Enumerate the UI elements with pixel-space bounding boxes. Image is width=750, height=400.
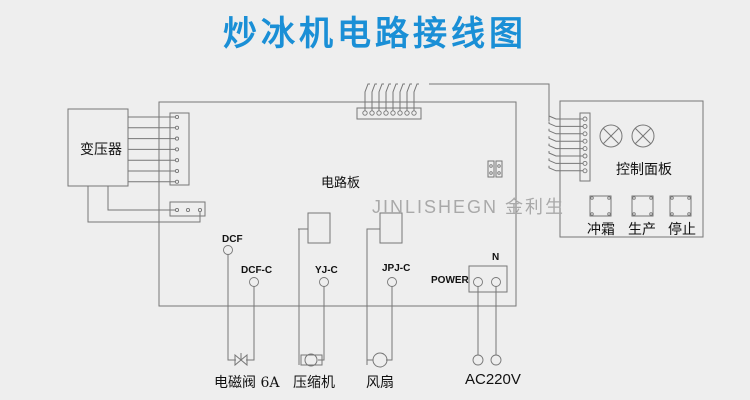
bus-wire bbox=[399, 83, 405, 113]
produce-button[interactable] bbox=[631, 195, 654, 217]
control-panel-label: 控制面板 bbox=[616, 162, 672, 178]
indicator-lamp-2 bbox=[631, 124, 655, 148]
fan-icon bbox=[372, 352, 388, 368]
panel-connector-wires bbox=[548, 114, 588, 174]
bus-wire bbox=[392, 83, 398, 113]
valve-wire-a bbox=[227, 254, 236, 361]
connector-pin bbox=[174, 114, 180, 120]
solenoid-valve-icon bbox=[234, 353, 248, 367]
supply-terminal-l bbox=[472, 354, 484, 366]
bus-wire bbox=[385, 83, 391, 113]
connector-pin bbox=[404, 110, 410, 116]
terminal-yj-c bbox=[319, 277, 329, 287]
panel-wire bbox=[548, 158, 585, 164]
panel-connector bbox=[579, 112, 591, 182]
jumper-right bbox=[495, 160, 503, 178]
connector-pin bbox=[582, 138, 588, 144]
panel-wire bbox=[548, 128, 585, 135]
connector-pin bbox=[174, 158, 180, 163]
top-connector-wires bbox=[362, 83, 419, 116]
connector-pin bbox=[376, 110, 382, 116]
panel-wire bbox=[548, 114, 585, 120]
label-ac220v: AC220V bbox=[465, 371, 521, 388]
connector-pin bbox=[582, 131, 588, 137]
transformer-wires bbox=[128, 114, 180, 184]
panel-wire bbox=[548, 121, 585, 127]
connector-pin bbox=[582, 146, 588, 152]
button-label-defrost: 冲霜 bbox=[587, 222, 615, 238]
connector-pin bbox=[174, 147, 180, 152]
connector-pin bbox=[383, 110, 389, 116]
compressor-relay bbox=[307, 212, 331, 244]
indicator-lamp-1 bbox=[599, 124, 623, 148]
fan-relay bbox=[379, 212, 403, 244]
connector-pin bbox=[582, 153, 588, 159]
connector-pin bbox=[174, 179, 180, 184]
connector-pin bbox=[390, 110, 396, 116]
panel-wire bbox=[548, 165, 585, 172]
compressor-wire-a bbox=[298, 228, 308, 365]
power-terminal-block bbox=[468, 265, 508, 293]
connector-pin bbox=[174, 136, 180, 141]
aux-pin-2 bbox=[185, 207, 191, 213]
connector-pin bbox=[411, 110, 417, 116]
compressor-wire-b bbox=[318, 286, 325, 361]
bus-cable bbox=[429, 83, 550, 121]
label-jpj-c: JPJ-C bbox=[382, 263, 411, 274]
fan-wire-a bbox=[366, 228, 380, 365]
circuit-board-box bbox=[158, 101, 517, 307]
label-fan: 风扇 bbox=[366, 375, 394, 391]
button-label-produce: 生产 bbox=[628, 222, 656, 238]
terminal-l bbox=[473, 277, 483, 287]
connector-pin bbox=[582, 116, 588, 122]
label-dcf-c: DCF-C bbox=[241, 265, 273, 276]
compressor-icon bbox=[300, 353, 323, 367]
label-n: N bbox=[492, 252, 500, 263]
terminal-jpj-c bbox=[387, 277, 397, 287]
transformer-label: 变压器 bbox=[80, 142, 122, 158]
defrost-button[interactable] bbox=[589, 195, 612, 217]
diagram-title: 炒冰机电路接线图 bbox=[223, 14, 527, 54]
panel-wire bbox=[548, 151, 585, 157]
aux-wire-2 bbox=[87, 186, 201, 223]
control-panel-box bbox=[559, 100, 704, 238]
bus-wire bbox=[406, 83, 412, 113]
terminal-n bbox=[491, 277, 501, 287]
bus-wire bbox=[364, 83, 370, 113]
bus-wire bbox=[378, 83, 384, 113]
label-compressor: 压缩机 bbox=[293, 375, 335, 391]
panel-wire bbox=[548, 143, 585, 150]
transformer-aux-connector bbox=[169, 201, 206, 217]
label-solenoid-valve: 电磁阀 6A bbox=[214, 375, 280, 391]
bus-wire bbox=[371, 83, 377, 113]
button-label-stop: 停止 bbox=[668, 222, 696, 238]
jumper-left bbox=[487, 160, 495, 178]
aux-pin-1 bbox=[174, 207, 180, 213]
connector-pin bbox=[369, 110, 375, 116]
connector-pin bbox=[582, 123, 588, 129]
label-power: POWER bbox=[431, 275, 469, 286]
aux-wire-1 bbox=[107, 186, 175, 211]
panel-wire bbox=[548, 136, 585, 142]
connector-pin bbox=[362, 110, 368, 116]
connector-pin bbox=[174, 168, 180, 174]
connector-pin bbox=[582, 168, 588, 174]
label-yj-c: YJ-C bbox=[315, 265, 338, 276]
connector-pin bbox=[174, 125, 180, 130]
stop-button[interactable] bbox=[669, 195, 692, 217]
fan-wire-b bbox=[386, 286, 393, 361]
circuit-board-label: 电路板 bbox=[321, 176, 361, 191]
connector-pin bbox=[397, 110, 403, 116]
connector-pin bbox=[582, 160, 588, 166]
bus-wire bbox=[413, 83, 419, 113]
watermark: JINLISHEGN 金利生 bbox=[372, 197, 566, 217]
terminal-dcf bbox=[223, 245, 233, 255]
transformer-box bbox=[67, 108, 129, 187]
top-connector bbox=[356, 107, 422, 120]
aux-pin-3 bbox=[197, 207, 203, 213]
label-dcf: DCF bbox=[222, 234, 243, 245]
valve-wire-b bbox=[246, 286, 255, 361]
terminal-dcf-c bbox=[249, 277, 259, 287]
supply-terminal-n bbox=[490, 354, 502, 366]
